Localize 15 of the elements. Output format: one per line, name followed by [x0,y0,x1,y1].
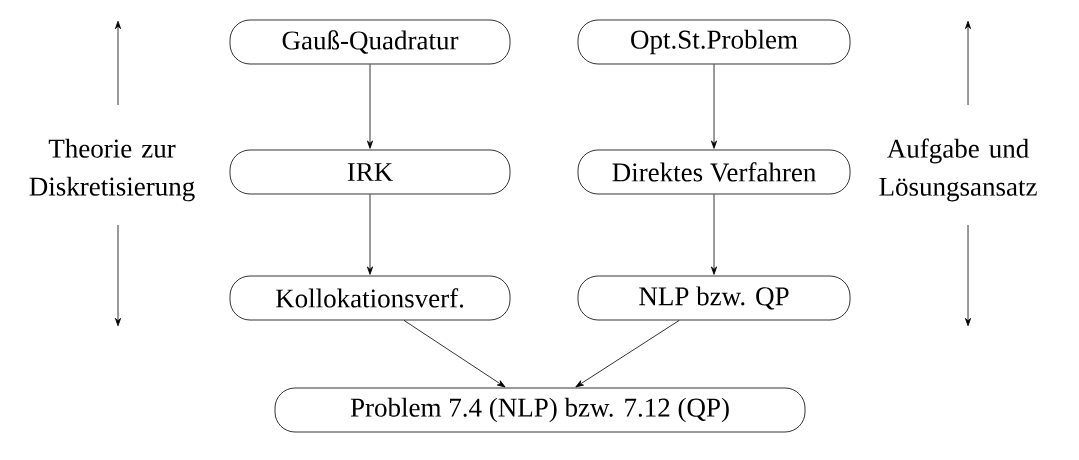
rounded-box: Gauß-Quadratur [229,19,511,65]
rounded-box: NLP bzw. QP [577,275,851,321]
side-label: Theorie zur Diskretisierung [29,138,195,202]
arrow [367,64,373,149]
rounded-box: Direktes Verfahren [577,149,851,195]
side-label: Aufgabe und Lösungsansatz [879,138,1037,202]
arrow [711,64,718,149]
rounded-box: Problem 7.4 (NLP) bzw. 7.12 (QP) [274,387,806,433]
rounded-box: IRK [229,149,511,195]
arrow [403,320,506,388]
arrow [711,194,718,275]
arrow [367,194,373,275]
rounded-box: Opt.St.Problem [577,19,851,65]
arrow [575,320,680,388]
rounded-box: Kollokationsverf. [229,275,511,321]
